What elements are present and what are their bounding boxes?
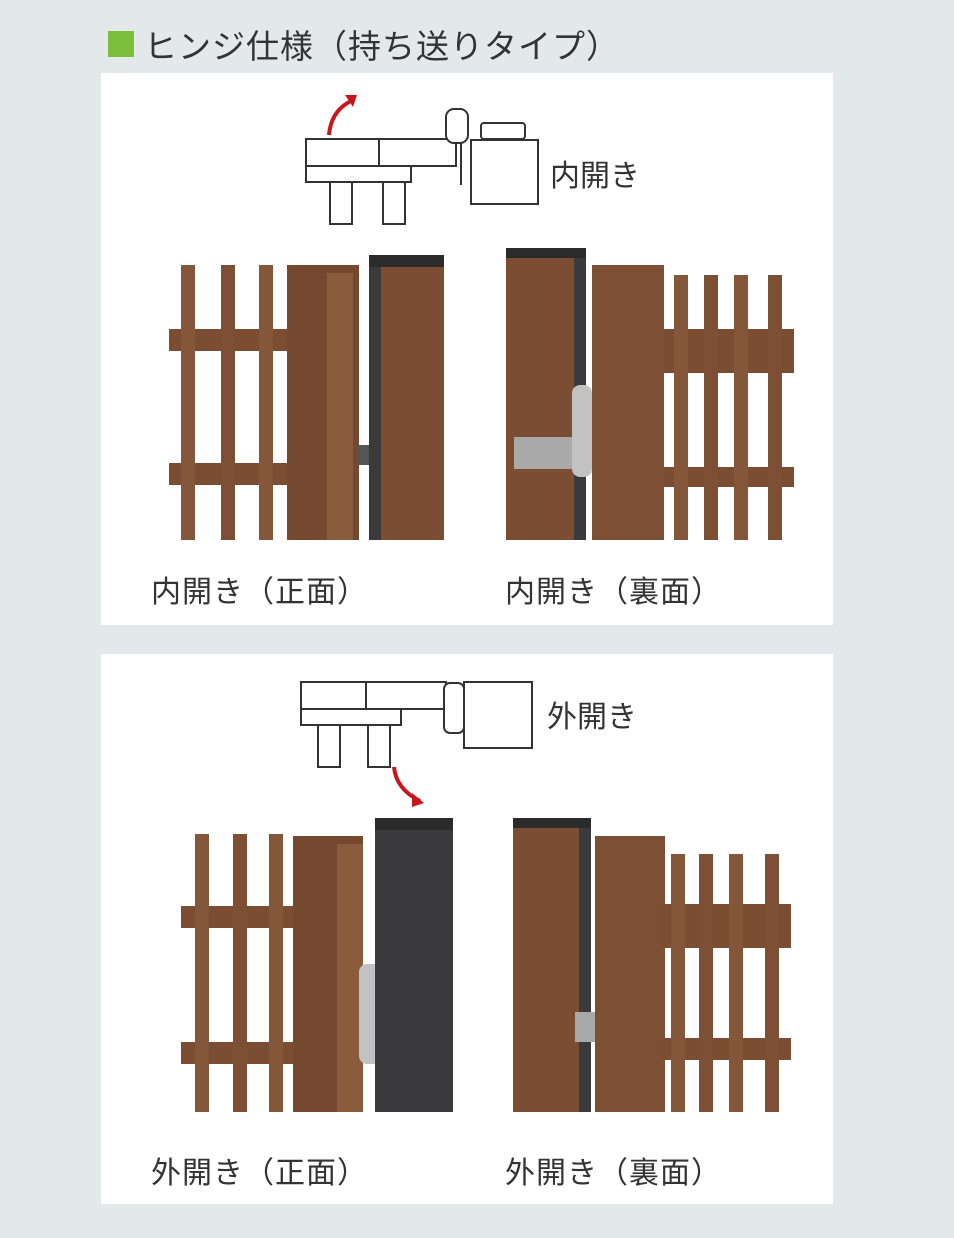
hinge-profile-icon [445,108,469,144]
curved-arrow-icon [392,766,421,803]
inward-front-caption: 内開き（正面） [151,575,368,610]
curved-arrow-icon [327,99,352,136]
panel-inward-opening: 内開き 内開き（正面） 内開き（裏面） [101,73,833,625]
outward-diagram-label: 外開き [547,700,637,735]
inward-hinge-diagram [305,95,539,225]
inward-diagram-label: 内開き [550,159,640,194]
panel-outward-opening: 外開き 外開き（正面） 外開き（裏面） [101,654,833,1204]
hinge-profile-icon [443,682,465,734]
section-header: ヒンジ仕様（持ち送りタイプ） [108,22,620,66]
outward-front-caption: 外開き（正面） [151,1156,368,1191]
section-title: ヒンジ仕様（持ち送りタイプ） [144,27,620,66]
hinge-icon [575,1012,595,1042]
outward-front-photo [181,818,453,1112]
arrow-head-icon [345,95,357,107]
inward-front-photo [169,255,444,540]
outward-hinge-diagram [300,681,533,807]
inward-back-caption: 内開き（裏面） [505,575,722,610]
outward-back-caption: 外開き（裏面） [505,1156,722,1191]
hinge-icon [572,385,592,477]
arrow-head-icon [412,793,424,807]
inward-back-photo [506,248,794,540]
outward-back-photo [513,818,791,1112]
green-square-icon [108,31,134,57]
